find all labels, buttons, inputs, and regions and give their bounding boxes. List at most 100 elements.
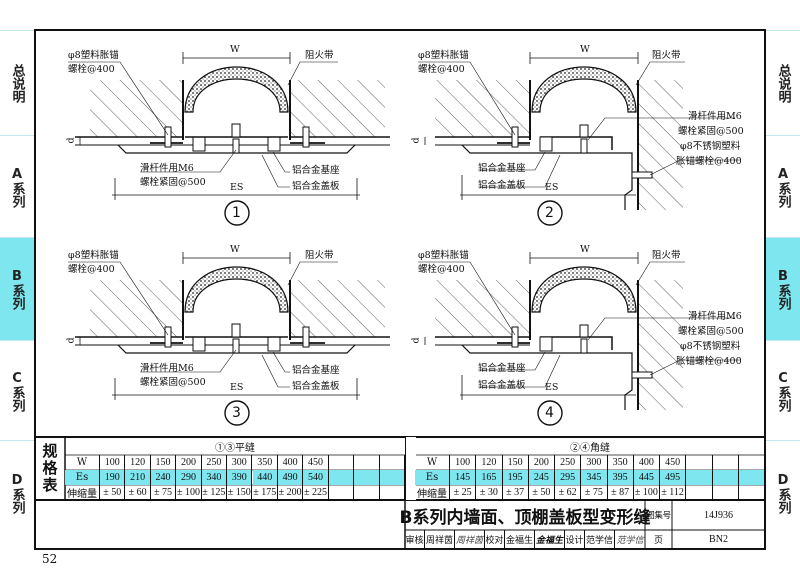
steel-anchor-label: φ8不锈钢塑料	[680, 141, 741, 152]
spec-cell: 345	[581, 470, 608, 485]
spec-cell: 165	[476, 470, 503, 485]
thickness-label: d	[65, 337, 77, 344]
spec-row-label: W	[65, 455, 100, 470]
es-dim-label: ES	[545, 182, 559, 193]
anchor-spacing-label: 螺栓@400	[68, 64, 115, 75]
spec-cell: ± 60	[125, 485, 151, 500]
spec-empty-cell	[354, 455, 380, 470]
anchor-spacing-label: 螺栓@400	[418, 264, 465, 275]
slide-bolt-label: 螺栓紧固@500	[678, 326, 744, 337]
base-label: 铝合金基座	[478, 163, 526, 174]
spec-table-flat-title: ①③平缝	[215, 442, 255, 454]
spec-cell: ± 62	[555, 485, 582, 500]
es-dim-label: ES	[230, 182, 244, 193]
side-tab-label: 总说明	[775, 64, 791, 103]
page-number: 52	[42, 552, 58, 566]
spec-cell: 300	[227, 455, 253, 470]
thickness-label: d	[410, 337, 422, 344]
side-tab-right-0[interactable]: 总说明	[766, 30, 800, 136]
cover-label: 铝合金盖板	[478, 380, 526, 391]
width-dim-label: W	[580, 244, 590, 255]
side-tab-left-2[interactable]: B系列	[0, 237, 34, 341]
side-tab-left-4[interactable]: D系列	[0, 440, 34, 546]
slide-label: 滑杆件用M6	[140, 363, 194, 374]
steel-anchor-spacing-label: 胀锚螺栓@400	[676, 156, 742, 167]
spec-cell: 210	[125, 470, 151, 485]
side-tab-right-3[interactable]: C系列	[766, 340, 800, 441]
side-tab-left-1[interactable]: A系列	[0, 135, 34, 238]
anchor-label: φ8塑料胀锚	[418, 50, 469, 61]
anchor-spacing-label: 螺栓@400	[418, 64, 465, 75]
spec-cell: 445	[633, 470, 660, 485]
width-dim-label: W	[580, 44, 590, 55]
reviewer-name: 周祥茵	[425, 530, 455, 549]
spec-cell: ± 25	[450, 485, 477, 500]
page-label: 页	[653, 535, 663, 545]
spec-empty-cell	[354, 485, 380, 500]
spec-cell: ± 150	[227, 485, 253, 500]
spec-cell: 400	[634, 455, 660, 470]
side-tab-right-1[interactable]: A系列	[766, 135, 800, 238]
corner-joint-detail	[418, 52, 740, 226]
spec-cell: 450	[660, 455, 687, 470]
spec-cell: 245	[528, 470, 555, 485]
side-tab-label: 总说明	[9, 64, 25, 103]
cover-label: 铝合金盖板	[478, 180, 526, 191]
spec-cell: 150	[503, 455, 529, 470]
spec-cell: 150	[151, 455, 177, 470]
spec-empty-cell	[379, 470, 405, 485]
spec-cell: 395	[607, 470, 634, 485]
spec-empty-cell	[739, 485, 765, 500]
spec-cell: 100	[450, 455, 477, 470]
review-label: 审核	[405, 530, 425, 549]
base-label: 铝合金基座	[478, 363, 526, 374]
side-tab-left-3[interactable]: C系列	[0, 340, 34, 441]
detail-number: 4	[545, 405, 554, 421]
side-tab-right-2[interactable]: B系列	[766, 237, 800, 341]
slide-label: 滑杆件用M6	[688, 311, 742, 322]
checker-signature: 金福生	[535, 530, 565, 549]
spec-empty-cell	[712, 470, 739, 485]
spec-cell: 100	[100, 455, 126, 470]
spec-cell: 250	[555, 455, 582, 470]
sheet-frame	[34, 29, 766, 550]
thickness-label: d	[65, 137, 77, 144]
check-label: 校对	[485, 530, 505, 549]
side-tab-left-0[interactable]: 总说明	[0, 30, 34, 136]
spec-cell: ± 200	[278, 485, 304, 500]
spec-cell: 440	[252, 470, 278, 485]
slide-bolt-label: 螺栓紧固@500	[140, 177, 206, 188]
spec-cell: ± 37	[503, 485, 529, 500]
spec-cell: ± 50	[529, 485, 555, 500]
width-dim-label: W	[230, 44, 240, 55]
spec-cell: 495	[660, 470, 687, 485]
spec-cell: ± 112	[660, 485, 687, 500]
spec-cell: 190	[100, 470, 126, 485]
spec-cell: ± 75	[581, 485, 608, 500]
side-tab-label: B系列	[775, 269, 791, 310]
spec-cell: 340	[201, 470, 228, 485]
base-label: 铝合金基座	[292, 365, 340, 376]
fire-strip-label: 阻火带	[652, 50, 681, 61]
spec-cell: ± 175	[253, 485, 278, 500]
es-dim-label: ES	[230, 382, 244, 393]
spec-empty-cell	[329, 485, 355, 500]
slide-label: 滑杆件用M6	[688, 111, 742, 122]
spec-empty-cell	[686, 470, 713, 485]
spec-cell: ± 100	[176, 485, 202, 500]
atlas-label: 图集号	[646, 510, 671, 520]
side-tab-label: D系列	[9, 473, 25, 514]
side-tab-right-4[interactable]: D系列	[766, 440, 800, 546]
spec-cell: 120	[125, 455, 151, 470]
spec-empty-cell	[738, 470, 765, 485]
spec-row-label: 伸缩量	[415, 485, 450, 500]
spec-cell: 350	[253, 455, 278, 470]
slide-label: 滑杆件用M6	[140, 163, 194, 174]
fire-strip-label: 阻火带	[652, 250, 681, 261]
width-dim-label: W	[230, 244, 240, 255]
detail-number: 2	[545, 205, 554, 221]
spec-cell: 195	[502, 470, 529, 485]
designer-signature: 范学信	[616, 536, 644, 546]
flat-joint-detail	[68, 52, 390, 226]
